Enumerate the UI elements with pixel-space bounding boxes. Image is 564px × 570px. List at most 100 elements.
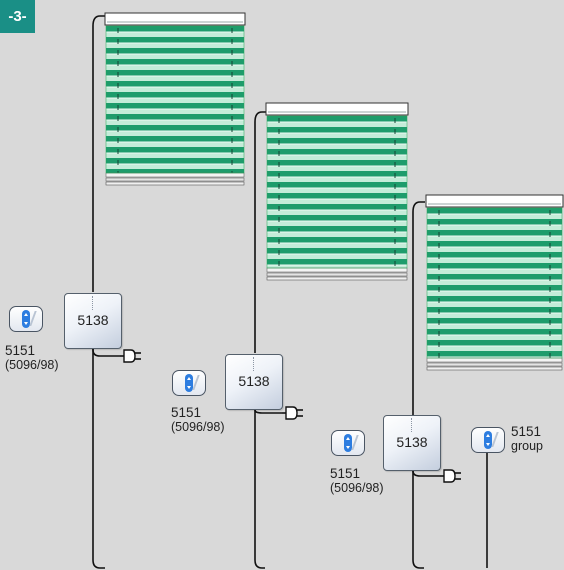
blind-slat bbox=[106, 125, 244, 131]
blind-slat bbox=[427, 296, 562, 302]
blind-slat bbox=[267, 232, 407, 237]
step-number-badge: -3- bbox=[0, 0, 35, 33]
blind-headrail bbox=[104, 12, 246, 26]
blind-slat bbox=[106, 92, 244, 98]
blind-slat bbox=[427, 225, 562, 230]
blind-slat bbox=[106, 48, 244, 54]
blind-slat bbox=[427, 340, 562, 346]
remote-button bbox=[484, 431, 492, 449]
blind-slat bbox=[106, 114, 244, 120]
blind-slat bbox=[106, 54, 244, 59]
blind-slat bbox=[106, 131, 244, 136]
blind-slat bbox=[427, 230, 562, 236]
power-plug-icon-2 bbox=[282, 406, 303, 420]
remote-button bbox=[185, 374, 193, 392]
blind-slat bbox=[106, 120, 244, 125]
blind-slat bbox=[106, 65, 244, 70]
blind-slat bbox=[267, 149, 407, 155]
blind-slat bbox=[106, 76, 244, 81]
controller-label: 5138 bbox=[238, 373, 270, 389]
blind-slat bbox=[267, 265, 407, 268]
blind-slat bbox=[267, 138, 407, 144]
remote-alt-model: (5096/98) bbox=[330, 481, 384, 495]
remote-control-icon-3[interactable] bbox=[331, 430, 365, 456]
remote-control-icon-2[interactable] bbox=[172, 370, 206, 396]
blind-slat bbox=[106, 87, 244, 92]
blind-slat bbox=[427, 258, 562, 263]
blind-slat bbox=[106, 37, 244, 43]
blind-slat bbox=[267, 210, 407, 215]
remote-shine bbox=[351, 435, 359, 450]
remote-model: 5151 bbox=[5, 343, 36, 358]
controller-box-1[interactable]: 5138 bbox=[64, 293, 122, 349]
controller-box-2[interactable]: 5138 bbox=[225, 354, 283, 410]
blind-slat bbox=[427, 208, 562, 214]
blind-3-icon bbox=[425, 194, 564, 371]
remote-button bbox=[22, 310, 30, 328]
blind-slat bbox=[267, 127, 407, 133]
blind-slat bbox=[106, 169, 244, 173]
remote-control-icon-1[interactable] bbox=[9, 306, 43, 332]
controller-label: 5138 bbox=[77, 312, 109, 328]
blind-2-icon bbox=[265, 102, 409, 281]
blind-slat bbox=[267, 116, 407, 122]
blind-slat bbox=[267, 237, 407, 243]
blind-slat bbox=[267, 226, 407, 232]
blind-slat bbox=[106, 153, 244, 158]
remote-label-3: 5151 (5096/98) bbox=[330, 466, 384, 496]
remote-button bbox=[344, 434, 352, 452]
blind-slat bbox=[427, 291, 562, 296]
remote-shine bbox=[29, 311, 37, 326]
blind-slat bbox=[427, 329, 562, 335]
controller-label: 5138 bbox=[396, 434, 428, 450]
remote-model: 5151 bbox=[511, 424, 542, 439]
blind-slat bbox=[427, 236, 562, 241]
blind-slat bbox=[106, 164, 244, 169]
blind-slat bbox=[427, 307, 562, 313]
remote-alt-model: (5096/98) bbox=[171, 420, 225, 434]
blind-slat bbox=[106, 26, 244, 32]
blind-slat bbox=[427, 247, 562, 252]
remote-control-icon-group[interactable] bbox=[471, 427, 505, 453]
blind-headrail bbox=[265, 102, 409, 116]
blind-slat bbox=[427, 313, 562, 318]
power-plug-icon-3 bbox=[440, 469, 461, 483]
blind-slat bbox=[427, 280, 562, 285]
blind-slat bbox=[427, 219, 562, 225]
blind-slat bbox=[106, 136, 244, 142]
blind-slat bbox=[267, 221, 407, 226]
blind-slat bbox=[267, 155, 407, 160]
power-plug-icon-1 bbox=[120, 349, 141, 363]
blind-slat bbox=[267, 177, 407, 182]
blind-slat bbox=[427, 285, 562, 291]
remote-label-2: 5151 (5096/98) bbox=[171, 405, 225, 435]
blind-slat bbox=[427, 263, 562, 269]
controller-box-3[interactable]: 5138 bbox=[383, 415, 441, 471]
blind-slat bbox=[267, 199, 407, 204]
blind-slat bbox=[427, 214, 562, 219]
blind-slat bbox=[106, 59, 244, 65]
blind-slat bbox=[267, 215, 407, 221]
blind-slat bbox=[106, 142, 244, 147]
blind-slat bbox=[106, 103, 244, 109]
blind-slat bbox=[106, 158, 244, 164]
blind-slat bbox=[267, 204, 407, 210]
blind-slat bbox=[267, 182, 407, 188]
blind-slat bbox=[267, 160, 407, 166]
blind-slat bbox=[427, 351, 562, 357]
remote-label-group: 5151 group bbox=[511, 424, 543, 454]
blind-slat bbox=[267, 248, 407, 254]
blind-slat bbox=[267, 193, 407, 199]
blind-slat bbox=[267, 188, 407, 193]
controller-seam bbox=[92, 296, 93, 310]
blind-slat bbox=[106, 147, 244, 153]
blind-slat bbox=[267, 144, 407, 149]
blind-slat bbox=[427, 274, 562, 280]
blind-slat bbox=[267, 133, 407, 138]
remote-shine bbox=[192, 375, 200, 390]
blind-slat bbox=[106, 43, 244, 48]
blind-slat bbox=[427, 302, 562, 307]
blind-slat bbox=[427, 241, 562, 247]
